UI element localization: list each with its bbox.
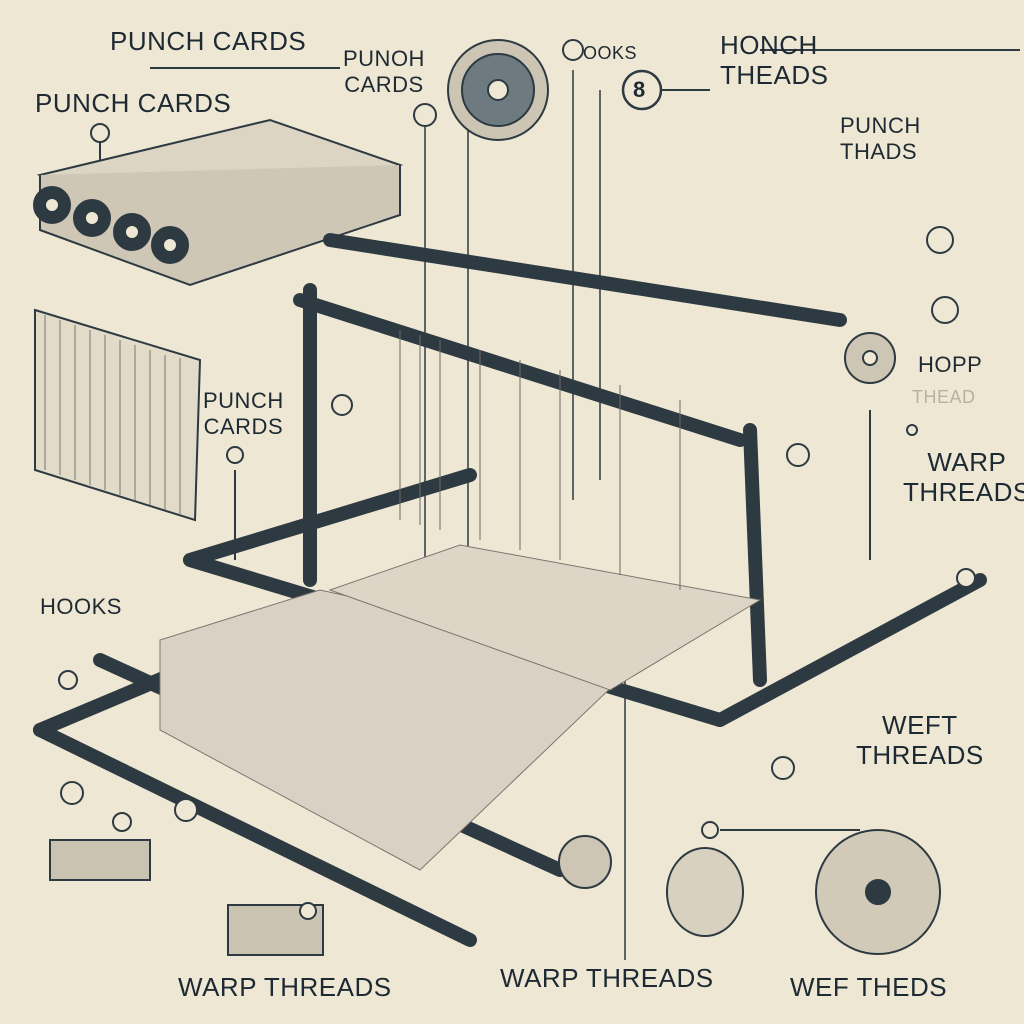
label-punch-cards-mid: PUNCH CARDS [203,388,284,439]
warp-panel [34,308,202,522]
label-hooks-top: OOKS [583,43,638,63]
label-hopp: HOPP [918,352,983,377]
label-punch-thads: PUNCH THADS [840,113,921,164]
woven-cloth [159,589,642,871]
label-warp-threads-bottom-mid: WARP THREADS [500,963,714,993]
label-punch-cards-left: PUNCH CARDS [35,88,232,118]
label-wef-theds: WEF THEDS [790,972,948,1002]
label-hooks-left: HOOKS [40,594,122,619]
label-honch-theads: HONCH THEADS [720,30,829,90]
warp-strings [399,330,681,590]
label-punch-cards-top: PUNCH CARDS [110,26,307,56]
bobbin [666,847,744,937]
badge-circle [621,69,663,111]
label-weft-threads: WEFT THREADS [856,710,984,770]
label-punoh-cards: PUNOH CARDS [343,46,425,97]
callout-markers [58,39,976,920]
roller-end [558,835,612,889]
label-thead-faint: THEAD [912,387,976,407]
label-warp-threads-right: WARP THREADS [903,447,1024,507]
label-warp-threads-bottom-left: WARP THREADS [178,972,392,1002]
comb-part [49,839,151,881]
badge-8: 8 [633,77,646,102]
